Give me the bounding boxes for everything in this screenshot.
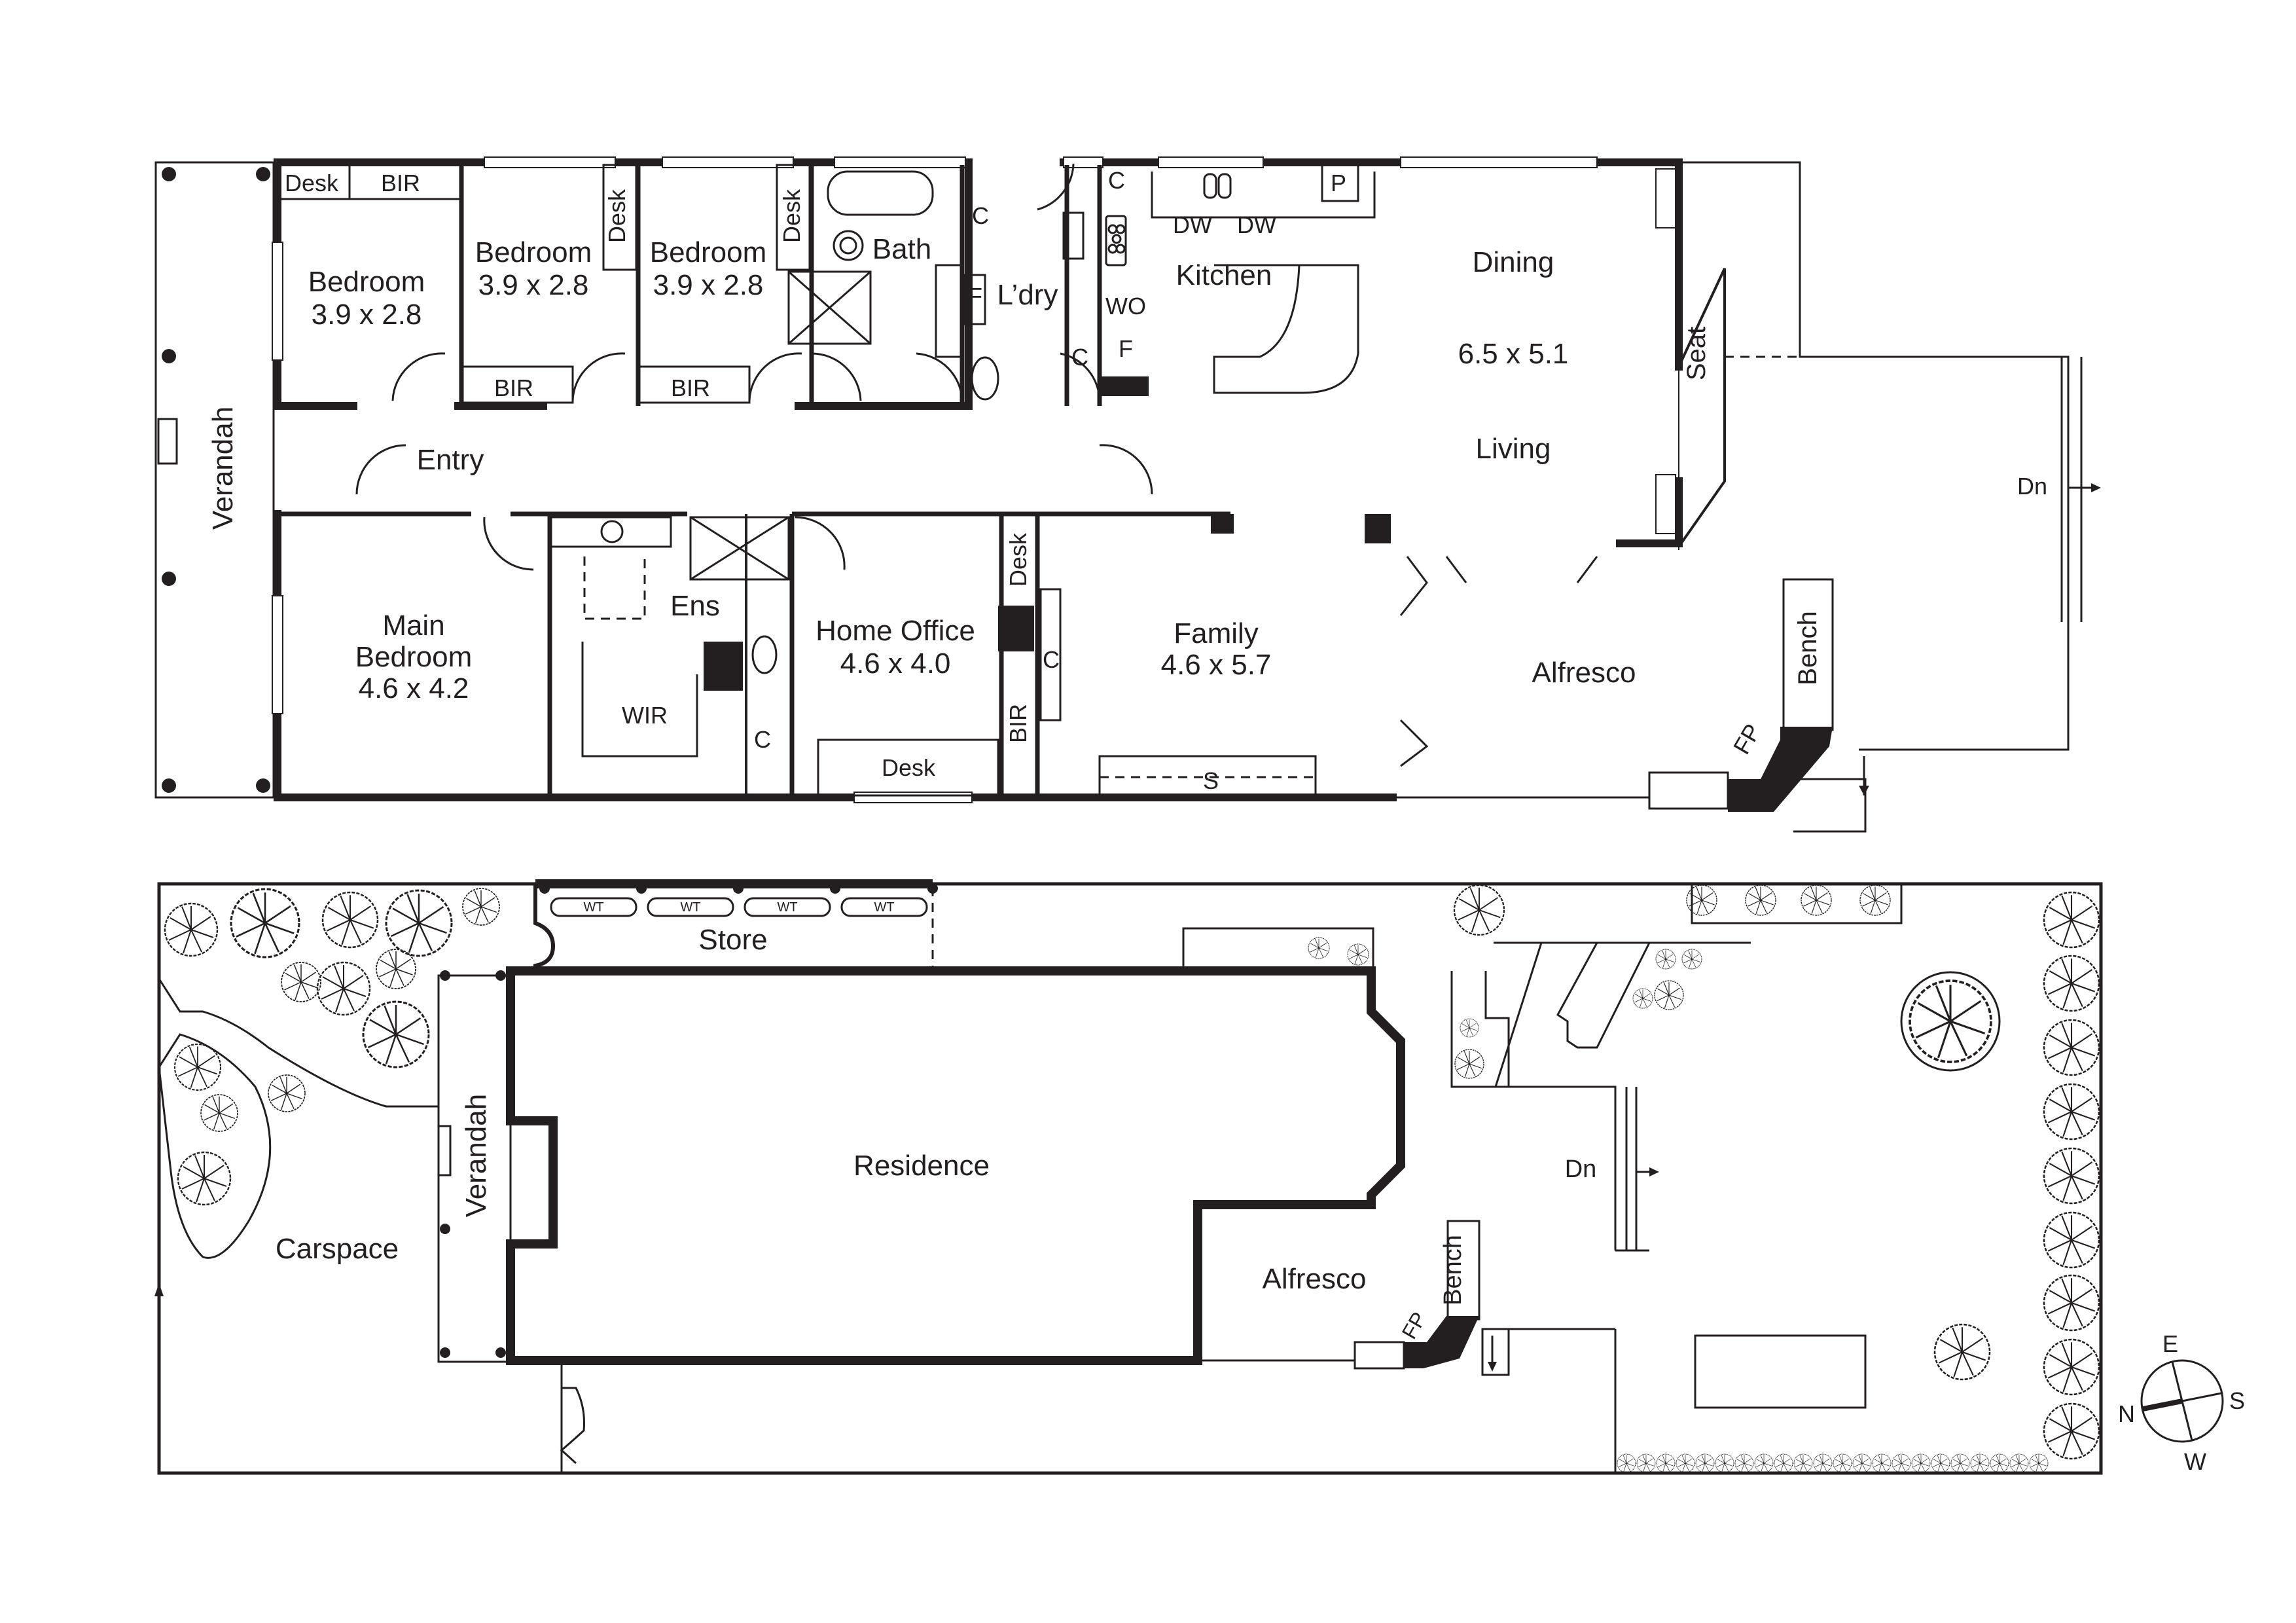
room-name-family: Family [1174, 617, 1259, 649]
room-name-alfresco: Alfresco [1532, 657, 1636, 689]
room-name-bedroom-3: Bedroom [650, 236, 767, 268]
site-label-bench: Bench [1439, 1235, 1467, 1305]
room-name-entry: Entry [417, 444, 484, 476]
site-label-store: Store [698, 924, 767, 956]
room-size-main-bedroom: 4.6 x 4.2 [359, 672, 469, 704]
verandah-posts [162, 167, 270, 793]
fixture-dishwasher-label: DW [1173, 211, 1212, 238]
site-label-fireplace: FP [1397, 1308, 1431, 1343]
fixture-cupboard-label: C [1043, 646, 1060, 673]
fixture-cupboard-label: C [754, 726, 771, 753]
room-name-verandah: Verandah [207, 407, 239, 530]
fixture-cupboard-label: C [1071, 344, 1088, 371]
hedge-icon [1617, 1453, 2049, 1473]
compass-label-east: E [2162, 1330, 2178, 1357]
site-label-residence: Residence [853, 1150, 990, 1182]
site-label-verandah: Verandah [460, 1094, 492, 1217]
fixture-fridge-label: F [968, 283, 982, 310]
water-tank-label: WT [680, 900, 700, 915]
room-name-living: Living [1476, 433, 1551, 465]
room-name-bedroom-1: Bedroom [308, 266, 425, 298]
room-name-ensuite: Ens [670, 590, 720, 622]
room-name-bath: Bath [872, 233, 932, 265]
water-tank-label: WT [777, 900, 797, 915]
fixture-shelf-label: S [1203, 767, 1219, 794]
room-name-laundry: L’dry [997, 279, 1058, 311]
water-tank-label: WT [874, 900, 894, 915]
fixture-desk-label: Desk [882, 754, 936, 781]
fixture-bir-label: BIR [671, 374, 710, 401]
room-size-home-office: 4.6 x 4.0 [840, 647, 951, 680]
compass-label-north: N [2118, 1400, 2135, 1427]
room-size-bedroom-3: 3.9 x 2.8 [653, 269, 764, 301]
fixture-desk-label: Desk [603, 189, 630, 243]
floor-plan: Bedroom 3.9 x 2.8 Bedroom 3.9 x 2.8 Bedr… [154, 156, 2101, 833]
room-name-kitchen: Kitchen [1176, 259, 1272, 291]
fixture-dishwasher-label: DW [1237, 211, 1276, 238]
room-name-home-office: Home Office [816, 615, 975, 647]
site-label-carspace: Carspace [276, 1233, 399, 1265]
room-name-dining: Dining [1473, 246, 1554, 278]
fixture-desk-label: Desk [1005, 532, 1031, 587]
room-size-bedroom-2: 3.9 x 2.8 [478, 269, 589, 301]
fixture-bir-label: BIR [1005, 704, 1031, 743]
compass-label-south: S [2229, 1387, 2245, 1414]
room-size-family: 4.6 x 5.7 [1161, 649, 1272, 681]
fixture-desk-label: Desk [285, 170, 339, 196]
room-name-main-bedroom-l2: Bedroom [355, 641, 473, 673]
verandah-outline [154, 161, 275, 799]
site-label-alfresco: Alfresco [1263, 1263, 1367, 1295]
fixture-fireplace-label: FP [1728, 720, 1767, 759]
fixture-wir-label: WIR [622, 702, 668, 729]
fixture-wall-oven-label: WO [1105, 293, 1146, 319]
compass-icon: E S W N [2118, 1330, 2245, 1475]
compass-label-west: W [2184, 1448, 2206, 1475]
fixture-fridge-label: F [1119, 335, 1133, 362]
fixture-bench-label: Bench [1793, 611, 1822, 685]
fixture-cupboard-label: C [972, 202, 989, 229]
room-size-dining-living: 6.5 x 5.1 [1458, 338, 1569, 370]
site-label-stairs-down: Dn [1565, 1156, 1597, 1183]
fixture-desk-label: Desk [778, 189, 805, 243]
fixture-bir-label: BIR [381, 170, 420, 196]
fixture-seat-label: Seat [1682, 327, 1711, 380]
stairs-down-label: Dn [2017, 473, 2047, 500]
room-name-main-bedroom-l1: Main [382, 610, 444, 642]
room-size-bedroom-1: 3.9 x 2.8 [312, 299, 422, 331]
room-name-bedroom-2: Bedroom [475, 236, 592, 268]
fixture-pantry-label: P [1331, 170, 1346, 196]
water-tank-label: WT [583, 900, 603, 915]
site-plan: Store Residence Carspace Alfresco Dn Ver… [154, 879, 2103, 1475]
fixture-bir-label: BIR [494, 374, 533, 401]
fixture-cupboard-label: C [1108, 167, 1125, 194]
